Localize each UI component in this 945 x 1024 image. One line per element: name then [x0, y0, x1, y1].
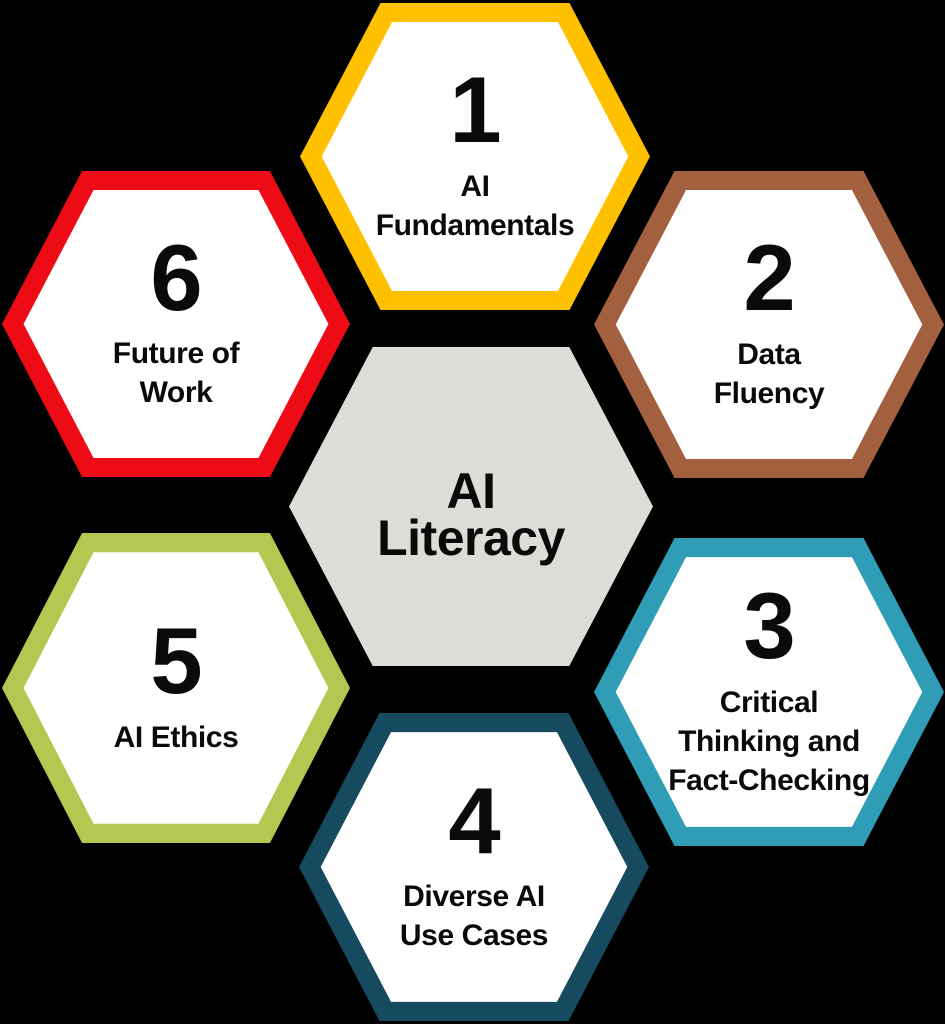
- hexagon-shape: [289, 347, 653, 666]
- hexagon-shape: [299, 713, 649, 1021]
- step-number-2: 2: [743, 225, 795, 331]
- hexagon-fill: [615, 190, 923, 459]
- step-number-4: 4: [448, 767, 500, 873]
- hexagon-fill: [321, 22, 629, 291]
- hexagon-fill: [23, 189, 329, 459]
- hexagon-data-fluency: 2 Data Fluency: [594, 171, 944, 478]
- hexagon-shape: [300, 3, 650, 310]
- step-label-ai-ethics: AI Ethics: [113, 720, 239, 754]
- hexagon-future-of-work: 6 Future of Work: [2, 171, 350, 477]
- hexagon-fill: [320, 732, 628, 1002]
- hexagon-content: 6 Future of Work: [2, 171, 350, 477]
- hexagon-content: 3 Critical Thinking and Fact-Checking: [594, 538, 944, 846]
- hexagon-fill: [23, 552, 329, 824]
- hexagon-shape: [594, 171, 944, 478]
- hexagon-fill: [615, 557, 923, 827]
- hexagon-shape: [594, 538, 944, 846]
- hexagon-critical-thinking: 3 Critical Thinking and Fact-Checking: [594, 538, 944, 846]
- hexagon-shape: [2, 171, 350, 477]
- hexagon-content: 2 Data Fluency: [594, 171, 944, 478]
- step-number-3: 3: [743, 573, 795, 679]
- step-label-diverse-ai-use-cases: Diverse AI Use Cases: [399, 880, 549, 953]
- hexagon-ai-ethics: 5 AI Ethics: [2, 533, 350, 843]
- diagram-title: AI Literacy: [377, 462, 565, 566]
- hexagon-shape: [2, 533, 350, 843]
- step-label-critical-thinking: Critical Thinking and Fact-Checking: [668, 685, 870, 797]
- step-label-data-fluency: Data Fluency: [713, 337, 825, 410]
- step-number-5: 5: [150, 608, 202, 714]
- hexagon-ai-fundamentals: 1 AI Fundamentals: [300, 3, 650, 310]
- hexagon-content: 5 AI Ethics: [2, 533, 350, 843]
- step-number-6: 6: [150, 224, 202, 330]
- step-label-future-of-work: Future of Work: [112, 337, 240, 410]
- hexagon-center-ai-literacy: AI Literacy: [289, 347, 653, 666]
- step-label-ai-fundamentals: AI Fundamentals: [375, 169, 575, 242]
- hexagon-content: 1 AI Fundamentals: [300, 3, 650, 310]
- hexagon-diverse-ai-use-cases: 4 Diverse AI Use Cases: [299, 713, 649, 1021]
- hexagon-fill: [289, 347, 653, 666]
- step-number-1: 1: [449, 57, 501, 163]
- hexagon-content: 4 Diverse AI Use Cases: [299, 713, 649, 1021]
- hexagon-content: AI Literacy: [289, 347, 653, 666]
